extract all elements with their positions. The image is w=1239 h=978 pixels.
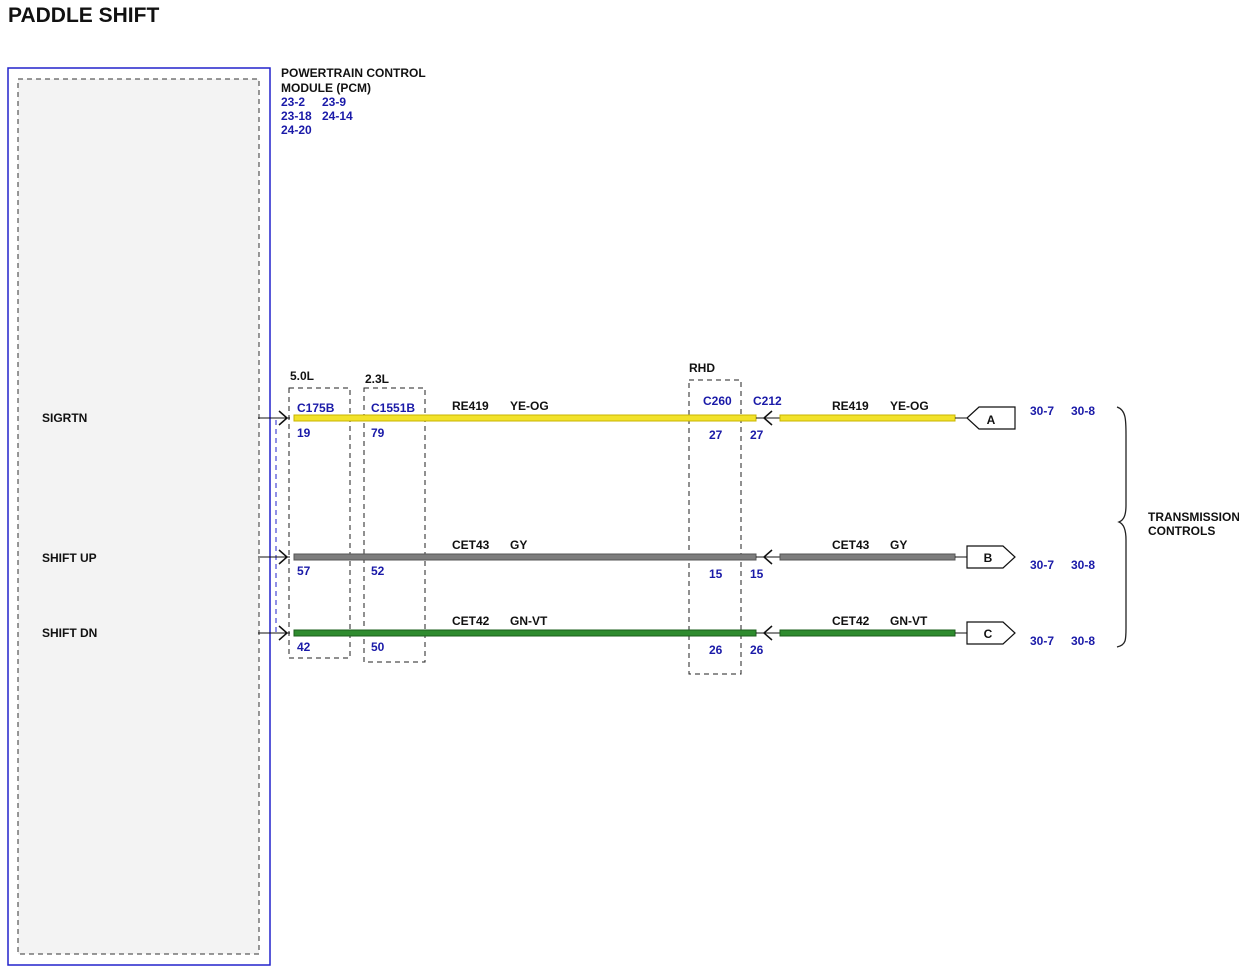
pin-number: 19 — [297, 426, 311, 440]
flag-label-c[interactable]: C — [984, 627, 993, 641]
destination-line2: CONTROLS — [1148, 524, 1215, 538]
wire-segment-left — [293, 629, 757, 637]
flag-label-a[interactable]: A — [987, 413, 996, 427]
pin-number: 27 — [709, 428, 723, 442]
page-title: PADDLE SHIFT — [8, 4, 159, 27]
group-label-5-0l: 5.0L — [290, 369, 314, 383]
wire-segment-left — [293, 414, 757, 422]
color-code-label: YE-OG — [510, 399, 549, 413]
pcm-module[interactable] — [7, 67, 271, 966]
module-ref[interactable]: 23-9 — [322, 95, 346, 109]
connector-label-c1551b[interactable]: C1551B — [371, 401, 415, 415]
connector-box-c175b[interactable] — [288, 387, 351, 659]
color-code-label: GY — [510, 538, 527, 552]
connector-arrow-icon — [278, 410, 289, 426]
color-code-label: GN-VT — [510, 614, 548, 628]
pin-number: 15 — [709, 567, 723, 581]
pcm-module-inner — [17, 78, 260, 955]
pin-name-shift-up: SHIFT UP — [42, 551, 97, 565]
circuit-label: CET42 — [452, 614, 490, 628]
wire-segment-left — [293, 553, 757, 561]
circuit-label: CET42 — [832, 614, 870, 628]
flags-layer — [966, 406, 1016, 645]
flag-b-icon — [966, 545, 1016, 569]
connector-box-c1551b[interactable] — [363, 387, 426, 663]
pin-name-sigrtn: SIGRTN — [42, 411, 87, 425]
group-label-2-3l: 2.3L — [365, 372, 389, 386]
pin-number: 57 — [297, 564, 311, 578]
pin-number: 27 — [750, 428, 764, 442]
dest-ref[interactable]: 30-8 — [1071, 634, 1095, 648]
module-ref[interactable]: 24-20 — [281, 123, 312, 137]
pin-number: 52 — [371, 564, 385, 578]
module-ref[interactable]: 23-2 — [281, 95, 305, 109]
color-code-label: GN-VT — [890, 614, 928, 628]
wire-segment-right — [779, 629, 956, 637]
pin-number: 26 — [750, 643, 764, 657]
circuit-label: CET43 — [452, 538, 490, 552]
module-ref[interactable]: 24-14 — [322, 109, 353, 123]
dest-ref[interactable]: 30-7 — [1030, 404, 1054, 418]
dest-ref[interactable]: 30-8 — [1071, 558, 1095, 572]
connector-label-c212[interactable]: C212 — [753, 394, 782, 408]
pin-number: 26 — [709, 643, 723, 657]
wires-layer — [258, 410, 967, 641]
connector-arrow-icon — [278, 625, 289, 641]
connector-label-c260[interactable]: C260 — [703, 394, 732, 408]
circuit-label: RE419 — [832, 399, 869, 413]
wire-segment-right — [779, 553, 956, 561]
pin-number: 79 — [371, 426, 385, 440]
pin-name-shift-dn: SHIFT DN — [42, 626, 97, 640]
circuit-label: RE419 — [452, 399, 489, 413]
pin-number: 42 — [297, 640, 311, 654]
color-code-label: GY — [890, 538, 907, 552]
connector-box-c260[interactable] — [688, 379, 742, 675]
module-name-line1: POWERTRAIN CONTROL — [281, 66, 426, 80]
connector-arrow-icon — [278, 549, 289, 565]
destination-brace — [1116, 406, 1127, 648]
dest-ref[interactable]: 30-7 — [1030, 634, 1054, 648]
wire-segment-right — [779, 414, 956, 422]
connector-label-c175b[interactable]: C175B — [297, 401, 335, 415]
dest-ref[interactable]: 30-8 — [1071, 404, 1095, 418]
circuit-label: CET43 — [832, 538, 870, 552]
module-name-line2: MODULE (PCM) — [281, 81, 371, 95]
module-ref[interactable]: 23-18 — [281, 109, 312, 123]
pin-number: 50 — [371, 640, 385, 654]
flag-a-icon — [966, 406, 1016, 430]
dest-ref[interactable]: 30-7 — [1030, 558, 1054, 572]
pin-number: 15 — [750, 567, 764, 581]
color-code-label: YE-OG — [890, 399, 929, 413]
flag-label-b[interactable]: B — [984, 551, 993, 565]
group-label-rhd: RHD — [689, 361, 715, 375]
destination-line1: TRANSMISSION — [1148, 510, 1239, 524]
flag-c-icon — [966, 621, 1016, 645]
